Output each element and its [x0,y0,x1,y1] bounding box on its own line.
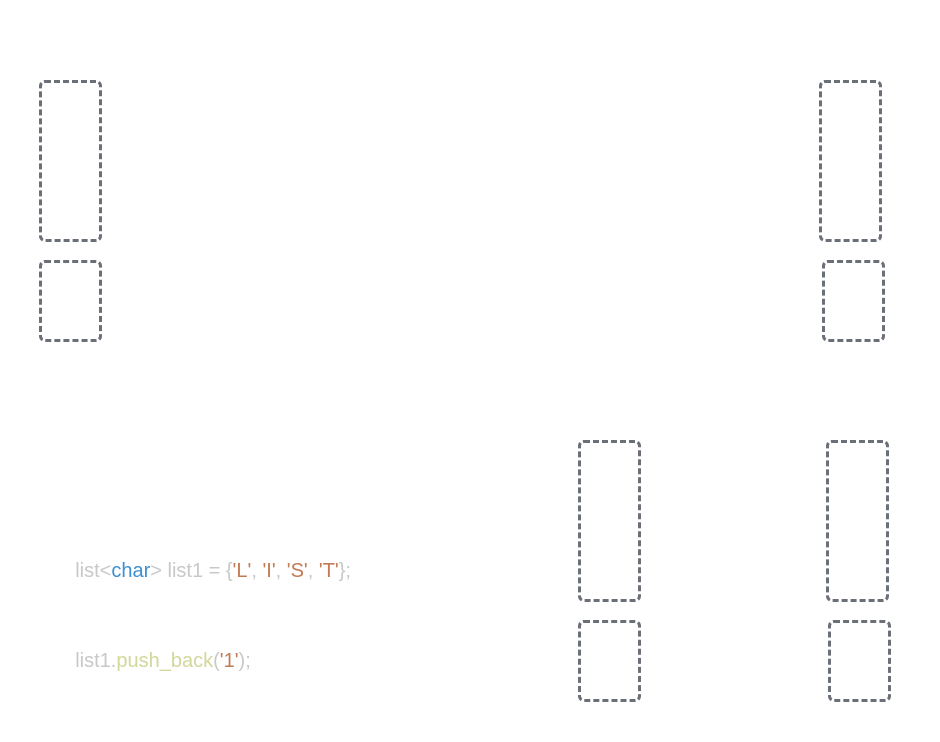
code-token: , [251,560,263,582]
code-token: list1. [75,650,117,672]
placeholder-box-bottom-mid-tall [578,440,641,602]
code-token: push_back [116,650,214,672]
code-token: , [275,560,287,582]
code-token: list< [75,560,112,582]
placeholder-box-bottom-mid-short [578,620,641,702]
code-token: 'S' [286,560,308,582]
code-token: ); [238,650,251,672]
code-token: '1' [219,650,239,672]
placeholder-box-top-left-short [39,260,102,342]
code-token: , [307,560,319,582]
code-token: ( [213,650,220,672]
code-token: 'L' [232,560,252,582]
placeholder-box-top-right-tall [819,80,882,242]
code-token: char [111,560,151,582]
placeholder-box-bottom-right-tall [826,440,889,602]
code-line-2: list1.push_back('1'); [53,616,351,672]
code-token: > list1 = { [150,560,233,582]
placeholder-box-top-right-short [822,260,885,342]
code-token: 'I' [262,560,276,582]
placeholder-box-bottom-right-short [828,620,891,702]
placeholder-box-top-left-tall [39,80,102,242]
code-token: 'T' [318,560,339,582]
code-token: }; [338,560,351,582]
code-line-1: list<char> list1 = {'L', 'I', 'S', 'T'}; [53,526,351,582]
code-snippet: list<char> list1 = {'L', 'I', 'S', 'T'};… [53,466,351,676]
